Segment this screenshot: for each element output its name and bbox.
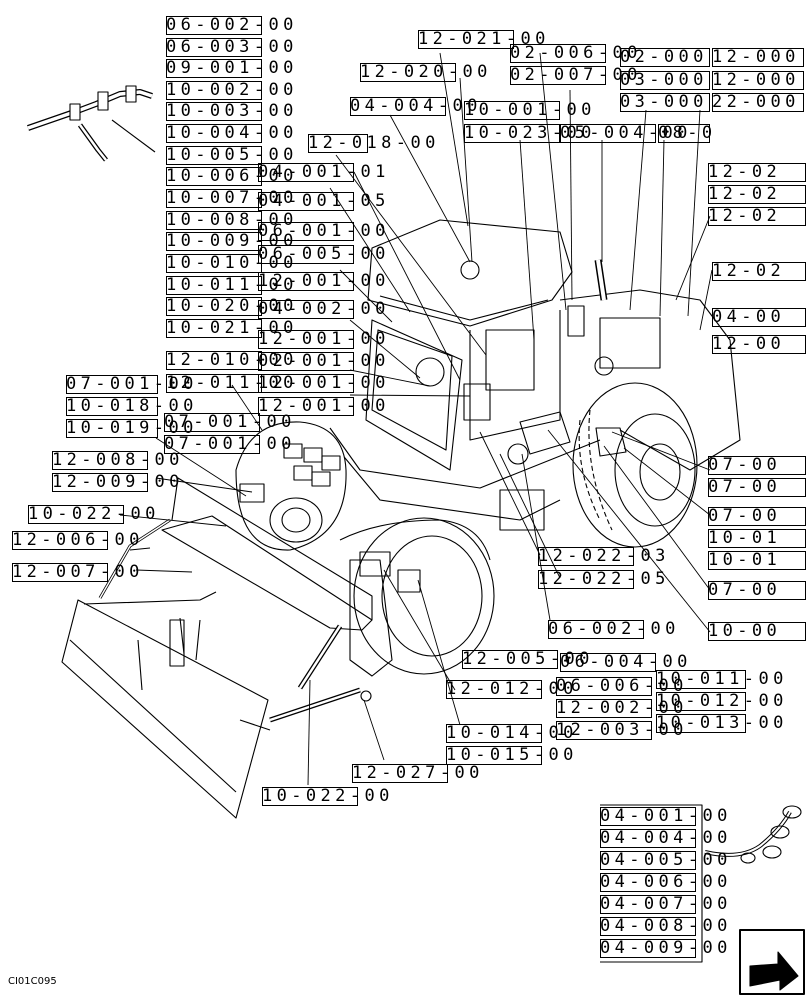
part-ref-label[interactable]: 07-00	[708, 456, 806, 475]
part-ref-label[interactable]: 06-004-00	[560, 652, 692, 672]
part-ref-label[interactable]: 06-002-00	[166, 15, 298, 35]
cable-inset-sketch	[600, 804, 802, 963]
part-ref-label[interactable]: 10-005-00	[166, 145, 298, 165]
part-ref-label[interactable]: 12-007-00	[12, 562, 144, 582]
part-ref-label[interactable]: 12-02	[712, 262, 806, 281]
part-ref-label[interactable]: 04-004-00	[600, 828, 732, 848]
part-ref-label[interactable]: 10-020-00	[166, 296, 298, 316]
part-ref-label[interactable]: 10-012-00	[656, 691, 788, 711]
part-ref-label[interactable]: 07-001-00	[164, 434, 296, 454]
part-ref-label[interactable]: 10-011-00	[656, 669, 788, 689]
part-ref-label[interactable]: 12-008-00	[52, 450, 184, 470]
part-ref-label[interactable]: 06-006-00	[556, 676, 688, 696]
part-ref-label[interactable]: 12-005-00	[462, 649, 594, 669]
part-ref-label[interactable]: 12-021-00	[418, 29, 550, 49]
part-ref-label[interactable]: 12-00	[712, 335, 806, 354]
arrow-icon	[739, 929, 805, 995]
part-ref-label[interactable]: 06-002-00	[548, 619, 680, 639]
part-ref-label[interactable]: 10-018-00	[66, 396, 198, 416]
part-ref-label[interactable]: 10-006-00	[166, 166, 298, 186]
part-ref-label[interactable]: 04-007-00	[600, 894, 732, 914]
part-ref-label[interactable]: 10-013-00	[656, 713, 788, 733]
part-ref-label[interactable]: 04-00	[712, 308, 806, 327]
part-ref-label[interactable]: 06-001-00	[258, 221, 390, 241]
part-ref-label[interactable]: 04-004-00	[350, 96, 482, 116]
part-ref-label[interactable]: 10-015-00	[446, 745, 578, 765]
part-ref-label[interactable]: 12-018-00	[308, 133, 440, 153]
part-ref-label[interactable]: 12-027-00	[352, 763, 484, 783]
part-ref-label[interactable]: 12-012-00	[446, 679, 578, 699]
part-ref-label[interactable]: 05-004-00	[560, 123, 692, 143]
part-ref-label[interactable]: 12-022-03	[538, 546, 670, 566]
part-ref-label[interactable]: 12-001-00	[258, 271, 390, 291]
part-ref-label[interactable]: 10-007-00	[166, 188, 298, 208]
part-ref-label[interactable]: 12-02	[708, 185, 806, 204]
hose-fitting-sketch	[27, 85, 156, 162]
part-ref-label[interactable]: 07-00	[708, 507, 806, 526]
part-ref-label[interactable]: 03-000	[620, 71, 710, 90]
part-ref-label[interactable]: 06-003-00	[166, 37, 298, 57]
part-ref-label[interactable]: 12-02	[708, 207, 806, 226]
drawing-code: CI01C095	[8, 976, 57, 987]
part-ref-label[interactable]: 02-001-00	[258, 351, 390, 371]
part-ref-label[interactable]: 09-001-00	[166, 58, 298, 78]
part-ref-label[interactable]: 12-022-05	[538, 569, 670, 589]
part-ref-label[interactable]: 10-011-00	[166, 275, 298, 295]
part-ref-label[interactable]: 10-014-00	[446, 723, 578, 743]
part-ref-label[interactable]: 08-0	[658, 123, 717, 143]
part-ref-label[interactable]: 07-001-00	[164, 412, 296, 432]
part-ref-label[interactable]: 12-006-00	[12, 530, 144, 550]
part-ref-label[interactable]: 04-006-00	[600, 872, 732, 892]
part-ref-label[interactable]: 04-008-00	[600, 916, 732, 936]
part-ref-label[interactable]: 10-001-00	[464, 100, 596, 120]
part-ref-label[interactable]: 02-006-00	[510, 43, 642, 63]
part-ref-label[interactable]: 04-005-00	[600, 850, 732, 870]
part-ref-label[interactable]: 07-00	[708, 581, 806, 600]
part-ref-label[interactable]: 12-001-00	[258, 329, 390, 349]
part-ref-label[interactable]: 10-019-00	[66, 418, 198, 438]
part-ref-label[interactable]: 04-001-01	[258, 162, 390, 182]
part-ref-label[interactable]: 06-005-00	[258, 244, 390, 264]
leader-lines	[119, 52, 713, 786]
part-ref-label[interactable]: 12-020-00	[360, 62, 492, 82]
part-ref-label[interactable]: 12-001-00	[258, 373, 390, 393]
part-ref-label[interactable]: 12-002-00	[556, 698, 688, 718]
part-ref-label[interactable]: 07-001-00	[66, 374, 198, 394]
part-ref-label[interactable]: 03-000	[620, 93, 710, 112]
part-ref-label[interactable]: 22-000	[712, 93, 804, 112]
part-ref-label[interactable]: 12-009-00	[52, 472, 184, 492]
part-ref-label[interactable]: 10-01	[708, 551, 806, 570]
part-ref-label[interactable]: 12-001-00	[258, 396, 390, 416]
part-ref-label[interactable]: 10-022-00	[28, 504, 160, 524]
part-ref-label[interactable]: 02-000	[620, 48, 710, 67]
part-ref-label[interactable]: 10-022-00	[262, 786, 394, 806]
part-ref-label[interactable]: 10-004-00	[166, 123, 298, 143]
part-ref-label[interactable]: 12-000	[712, 71, 804, 90]
part-ref-label[interactable]: 10-023-00	[464, 123, 596, 143]
part-ref-label[interactable]: 04-009-00	[600, 938, 732, 958]
part-ref-label[interactable]: 04-002-00	[258, 299, 390, 319]
part-ref-label[interactable]: 04-001-00	[600, 806, 732, 826]
part-ref-label[interactable]: 10-021-00	[166, 318, 298, 338]
part-ref-label[interactable]: 02-007-00	[510, 65, 642, 85]
part-ref-label[interactable]: 12-003-00	[556, 720, 688, 740]
part-ref-label[interactable]: 12-011-00	[166, 373, 298, 393]
part-ref-label[interactable]: 10-003-00	[166, 101, 298, 121]
part-ref-label[interactable]: 10-00	[708, 622, 806, 641]
part-ref-label[interactable]: 12-010-00	[166, 350, 298, 370]
part-ref-label[interactable]: 10-01	[708, 529, 806, 548]
part-ref-label[interactable]: 10-008-00	[166, 210, 298, 230]
part-ref-label[interactable]: 07-00	[708, 478, 806, 497]
part-ref-label[interactable]: 04-001-05	[258, 191, 390, 211]
machine-body-sketch	[61, 219, 741, 819]
part-ref-label[interactable]: 12-000	[712, 48, 804, 67]
part-ref-label[interactable]: 10-002-00	[166, 80, 298, 100]
part-ref-label[interactable]: 12-02	[708, 163, 806, 182]
